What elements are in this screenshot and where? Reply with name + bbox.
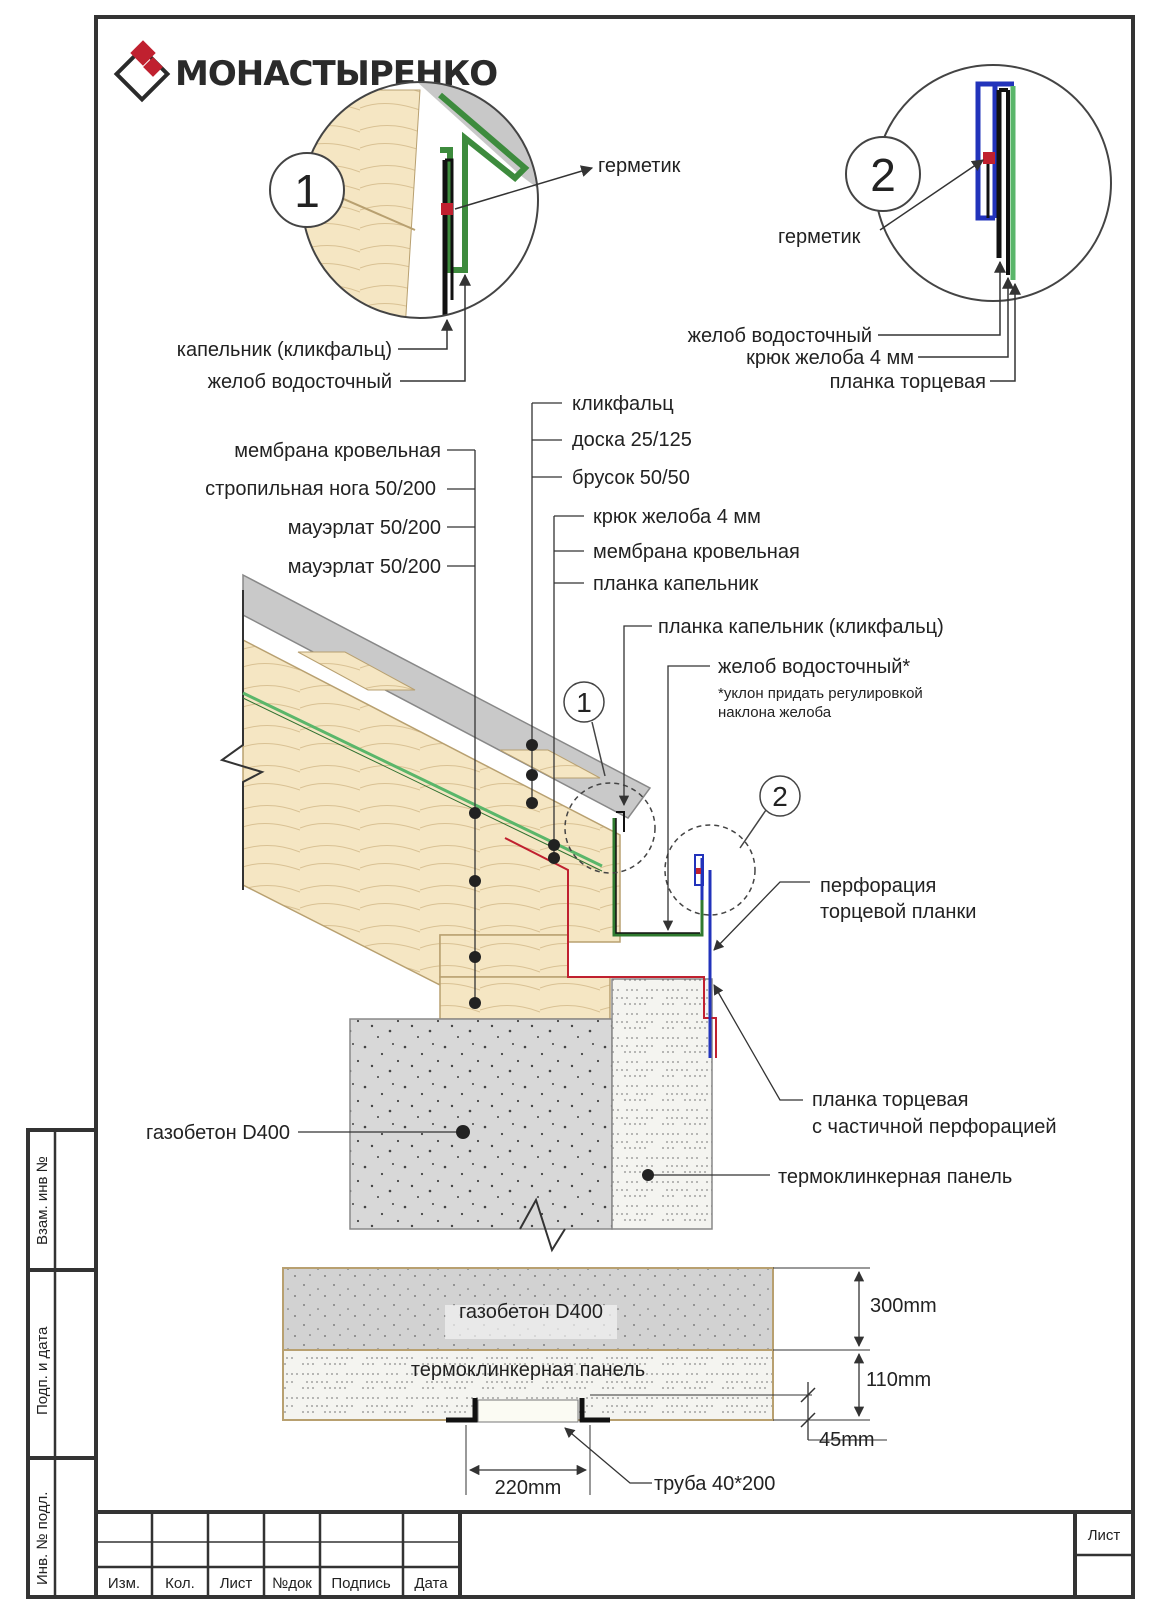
stamp-side-1: Взам. инв № [34,1156,51,1245]
label-end-strip-1: планка торцевая [812,1089,968,1111]
stamp-side-2: Подп. и дата [34,1326,51,1415]
stamp-side-3: Инв. № подл. [34,1492,51,1585]
label-mauerlat-2: мауэрлат 50/200 [288,556,441,578]
label-roof-membrane-2: мембрана кровельная [593,541,800,563]
label-drip-strip: планка капельник [593,573,758,595]
stamp-col-2: Кол. [165,1575,195,1592]
label-roof-membrane: мембрана кровельная [234,440,441,462]
label-gutter-hook: крюк желоба 4 мм [593,506,761,528]
label-gutter: желоб водосточный* [718,656,910,678]
label-mauerlat-1: мауэрлат 50/200 [288,517,441,539]
label-gutter-note-1: *уклон придать регулировкой [718,685,923,702]
detail-1-gutter-label: желоб водосточный [208,371,392,393]
dim-300: 300mm [870,1295,937,1317]
detail-2-gutter-label: желоб водосточный [688,325,872,347]
pipe-label: труба 40*200 [654,1473,775,1495]
label-perforation-2: торцевой планки [820,901,976,923]
label-clinker-panel: термоклинкерная панель [778,1166,1012,1188]
section-panel-label: термоклинкерная панель [411,1359,645,1381]
detail-1-sealant-label: герметик [598,155,681,177]
label-aerated-concrete: газобетон D400 [146,1122,290,1144]
dim-220: 220mm [495,1477,562,1499]
detail-2-sealant-label: герметик [778,226,861,248]
label-perforation-1: перфорация [820,875,936,897]
label-batten: брусок 50/50 [572,467,690,489]
stamp-col-6: Дата [414,1575,448,1592]
stamp-col-5: Подпись [331,1575,391,1592]
callout-2-number: 2 [772,781,788,812]
eaves-section: 1 2 мембрана кровельная стропильная нога… [146,393,1057,1253]
stamp-sheet-label: Лист [1088,1527,1121,1544]
dim-110: 110mm [866,1369,931,1391]
label-rafter: стропильная нога 50/200 [205,478,436,500]
stamp-col-4: №док [272,1575,312,1592]
detail-1-drip-label: капельник (кликфальц) [177,339,392,361]
detail-1: 1 герметик капельник (кликфальц) желоб в… [177,81,681,393]
label-board: доска 25/125 [572,429,692,451]
detail-2-end-strip-label: планка торцевая [830,371,986,393]
sheet-frame [94,15,1135,1599]
label-clickfold: кликфальц [572,393,674,415]
detail-1-number: 1 [294,165,320,217]
detail-2: 2 герметик желоб водосточный крюк желоба… [688,64,1112,393]
detail-2-number: 2 [870,149,896,201]
label-drip-clickfold: планка капельник (кликфальц) [658,616,944,638]
title-block: Взам. инв № Подп. и дата Инв. № подл. Из… [26,1128,1133,1599]
dim-45: 45mm [819,1429,875,1451]
wall-plan-section: газобетон D400 термоклинкерная панель 30… [282,1267,937,1499]
label-gutter-note-2: наклона желоба [718,704,832,721]
detail-2-hook-label: крюк желоба 4 мм [746,347,914,369]
section-aerated-label: газобетон D400 [459,1301,603,1323]
stamp-col-3: Лист [220,1575,253,1592]
label-end-strip-2: с частичной перфорацией [812,1116,1057,1138]
callout-1-number: 1 [576,687,592,718]
stamp-col-1: Изм. [108,1575,140,1592]
